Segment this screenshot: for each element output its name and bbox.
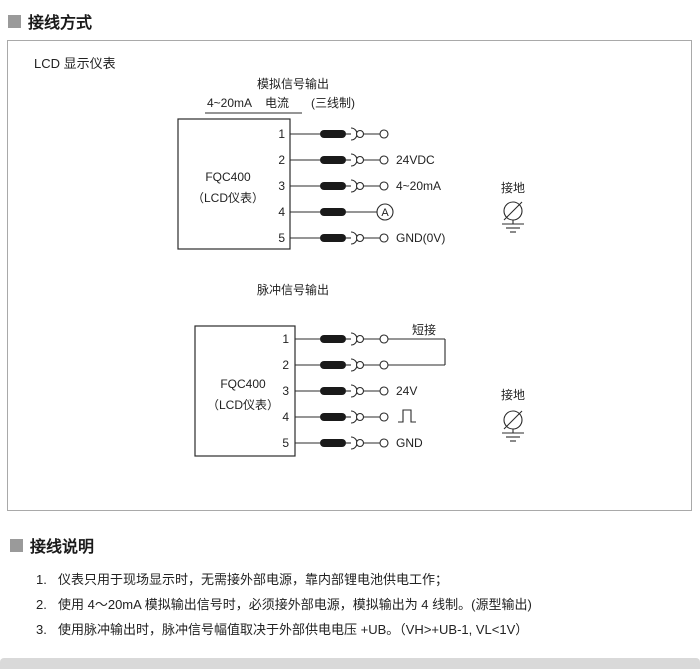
section-title-text: 接线说明 (30, 539, 95, 556)
pulse-terminal-1: 1 (282, 332, 289, 346)
wiring-diagram-svg: 模拟信号输出 4~20mA 电流 (三线制) FQC400 （LCD仪表） 1 … (177, 76, 525, 457)
analog-terminal-1: 1 (278, 127, 285, 141)
note-text: 仪表只用于现场显示时，无需接外部电源，靠内部锂电池供电工作； (58, 572, 449, 587)
note-list: 1. 仪表只用于现场显示时，无需接外部电源，靠内部锂电池供电工作； 2. 使用 … (10, 567, 690, 642)
pulse-device-sub: （LCD仪表） (207, 398, 279, 412)
analog-label-24vdc: 24VDC (396, 153, 435, 167)
pulse-wire-row-3: 24V (295, 384, 417, 398)
pulse-wire-row-4 (295, 409, 416, 424)
pulse-terminal-2: 2 (282, 358, 289, 372)
analog-terminal-3: 3 (278, 179, 285, 193)
analog-terminal-2: 2 (278, 153, 285, 167)
page-bottom-divider (0, 658, 700, 669)
pulse-waveform-icon (398, 409, 416, 423)
pulse-wire-row-5: GND (295, 436, 423, 450)
analog-device-sub: （LCD仪表） (192, 191, 264, 205)
pulse-device-box (194, 325, 296, 457)
analog-wire-row-3: 4~20mA (290, 179, 441, 193)
note-text: 使用脉冲输出时，脉冲信号幅值取决于外部供电电压 +UB。（VH>+UB-1, V… (58, 622, 529, 637)
analog-device-box (177, 118, 291, 250)
square-bullet-icon (8, 14, 21, 28)
analog-label-420ma: 4~20mA (396, 179, 441, 193)
analog-header-current: 电流 (265, 96, 289, 110)
analog-ground: 接地 (501, 180, 525, 233)
square-bullet-icon (10, 538, 23, 552)
pulse-diagram: 脉冲信号输出 FQC400 （LCD仪表） 1 2 3 4 5 (194, 282, 525, 457)
ammeter-letter: A (381, 207, 389, 219)
pulse-terminal-4: 4 (282, 410, 289, 424)
note-number: 1. (36, 572, 47, 587)
note-number: 2. (36, 597, 47, 612)
analog-ground-label: 接地 (501, 180, 525, 195)
note-item: 2. 使用 4～20mA 模拟输出信号时，必须接外部电源，模拟输出为 4 线制。… (36, 592, 690, 617)
analog-diagram: 模拟信号输出 4~20mA 电流 (三线制) FQC400 （LCD仪表） 1 … (177, 76, 525, 250)
note-item: 1. 仪表只用于现场显示时，无需接外部电源，靠内部锂电池供电工作； (36, 567, 690, 592)
pulse-wire-row-1: 短接 (295, 322, 445, 346)
wiring-notes-section: 接线说明 1. 仪表只用于现场显示时，无需接外部电源，靠内部锂电池供电工作； 2… (10, 533, 690, 642)
section-title-text: 接线方式 (28, 15, 93, 32)
note-number: 3. (36, 622, 47, 637)
analog-terminal-4: 4 (278, 205, 285, 219)
pulse-ground-label: 接地 (501, 387, 525, 402)
pulse-terminal-5: 5 (282, 436, 289, 450)
analog-header-range: 4~20mA (207, 96, 252, 110)
analog-wire-row-5: GND(0V) (290, 231, 445, 245)
pulse-label-gnd: GND (396, 436, 423, 450)
pulse-label-short: 短接 (412, 322, 436, 337)
analog-wire-row-4: A (290, 203, 394, 221)
analog-wire-row-2: 24VDC (290, 153, 435, 167)
note-text: 使用 4～20mA 模拟输出信号时，必须接外部电源，模拟输出为 4 线制。(源型… (58, 597, 532, 612)
panel-label: LCD 显示仪表 (34, 56, 116, 71)
wiring-diagram-panel: LCD 显示仪表 模拟信号输出 4~20mA 电流 (三线制) FQC400 （… (7, 40, 692, 511)
analog-device-name: FQC400 (205, 170, 251, 184)
pulse-label-24v: 24V (396, 384, 417, 398)
pulse-wire-row-2 (295, 339, 446, 372)
analog-label-gnd: GND(0V) (396, 231, 445, 245)
analog-title: 模拟信号输出 (257, 76, 329, 91)
analog-wire-row-1 (290, 127, 389, 141)
section-title-wiring-notes: 接线说明 (10, 533, 690, 557)
pulse-device-name: FQC400 (220, 377, 266, 391)
pulse-title: 脉冲信号输出 (257, 282, 329, 297)
pulse-terminal-3: 3 (282, 384, 289, 398)
ammeter-icon (376, 203, 394, 221)
analog-header-wire: (三线制) (311, 96, 355, 110)
pulse-ground: 接地 (501, 387, 525, 442)
section-title-wiring-method: 接线方式 (8, 9, 92, 33)
analog-terminal-5: 5 (278, 231, 285, 245)
note-item: 3. 使用脉冲输出时，脉冲信号幅值取决于外部供电电压 +UB。（VH>+UB-1… (36, 617, 690, 642)
